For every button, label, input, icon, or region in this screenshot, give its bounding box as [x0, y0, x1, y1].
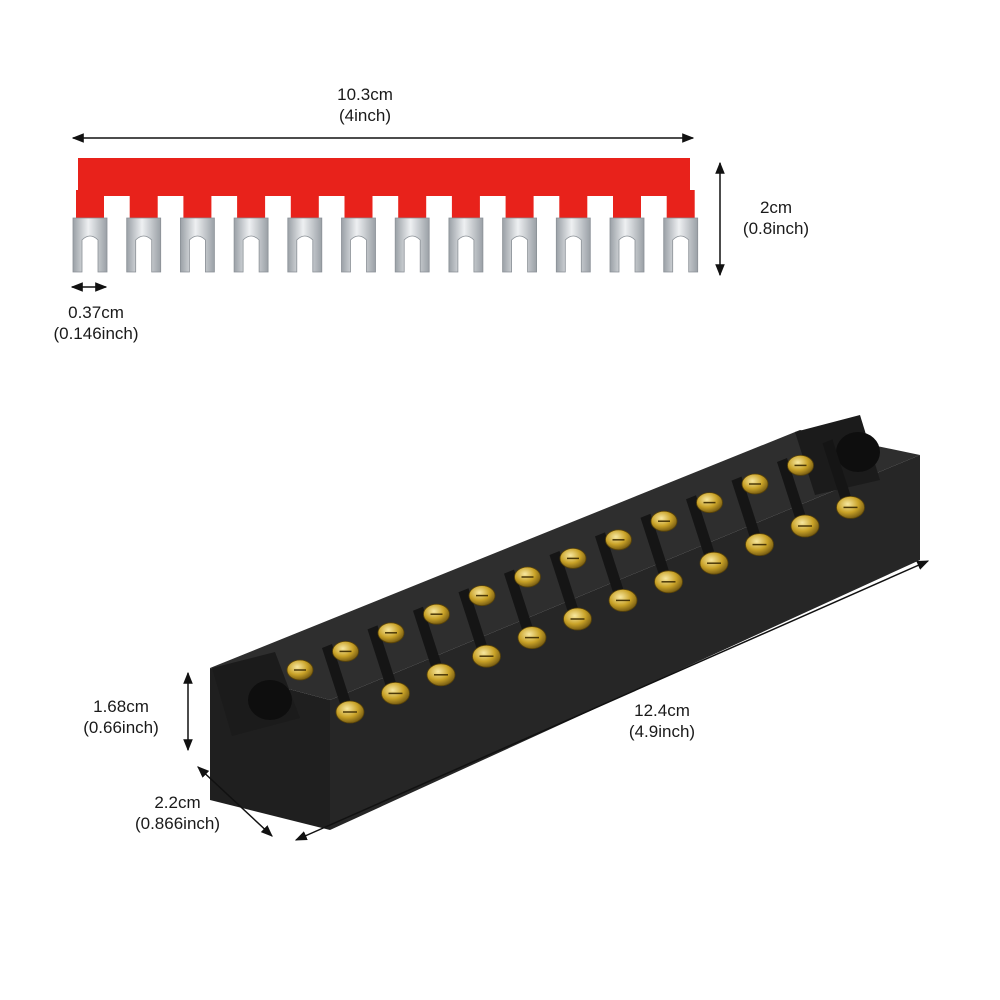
jumper-tab — [613, 190, 641, 220]
jumper-fork — [502, 217, 537, 273]
label-block-length: 12.4cm (4.9inch) — [628, 701, 696, 741]
jumper-tab — [290, 190, 319, 220]
terminal-block — [210, 415, 920, 830]
terminal-barrier — [731, 476, 762, 543]
jumper-fork — [609, 217, 645, 273]
dim-line-block-length — [294, 560, 930, 841]
jumper-tab — [666, 190, 695, 220]
jumper-fork — [287, 217, 323, 273]
label-block-depth: 2.2cm (0.866inch) — [134, 793, 221, 833]
jumper-fork — [126, 217, 162, 273]
jumper-fork — [180, 217, 215, 273]
jumper-fork — [72, 217, 108, 273]
jumper-fork — [448, 217, 484, 273]
mounting-hole-right — [836, 432, 880, 472]
jumper-fork — [233, 217, 269, 273]
jumper-tab — [76, 190, 104, 220]
label-fork-gap: 0.37cm (0.146inch) — [53, 303, 139, 343]
jumper-tab — [344, 190, 373, 220]
terminal-barrier — [686, 495, 716, 562]
jumper-fork — [394, 217, 430, 273]
jumper-bar — [78, 158, 690, 196]
jumper-tab — [129, 190, 158, 220]
label-block-height: 1.68cm (0.66inch) — [83, 697, 159, 737]
jumper-strip — [72, 158, 699, 273]
label-jumper-height: 2cm (0.8inch) — [742, 198, 810, 238]
jumper-fork — [341, 217, 376, 273]
jumper-tab — [505, 190, 534, 220]
jumper-fork — [663, 217, 699, 273]
jumper-tab — [451, 190, 480, 220]
terminal-barrier — [822, 439, 853, 506]
dim-line-block-depth — [197, 766, 273, 837]
mounting-hole-left — [248, 680, 292, 720]
jumper-fork — [555, 217, 591, 273]
jumper-tab — [559, 190, 588, 220]
label-jumper-length: 10.3cm (4inch) — [337, 85, 393, 125]
jumper-tab — [398, 190, 427, 220]
jumper-tab — [237, 190, 266, 220]
terminal-barrier — [777, 458, 807, 524]
jumper-tab — [183, 190, 212, 220]
